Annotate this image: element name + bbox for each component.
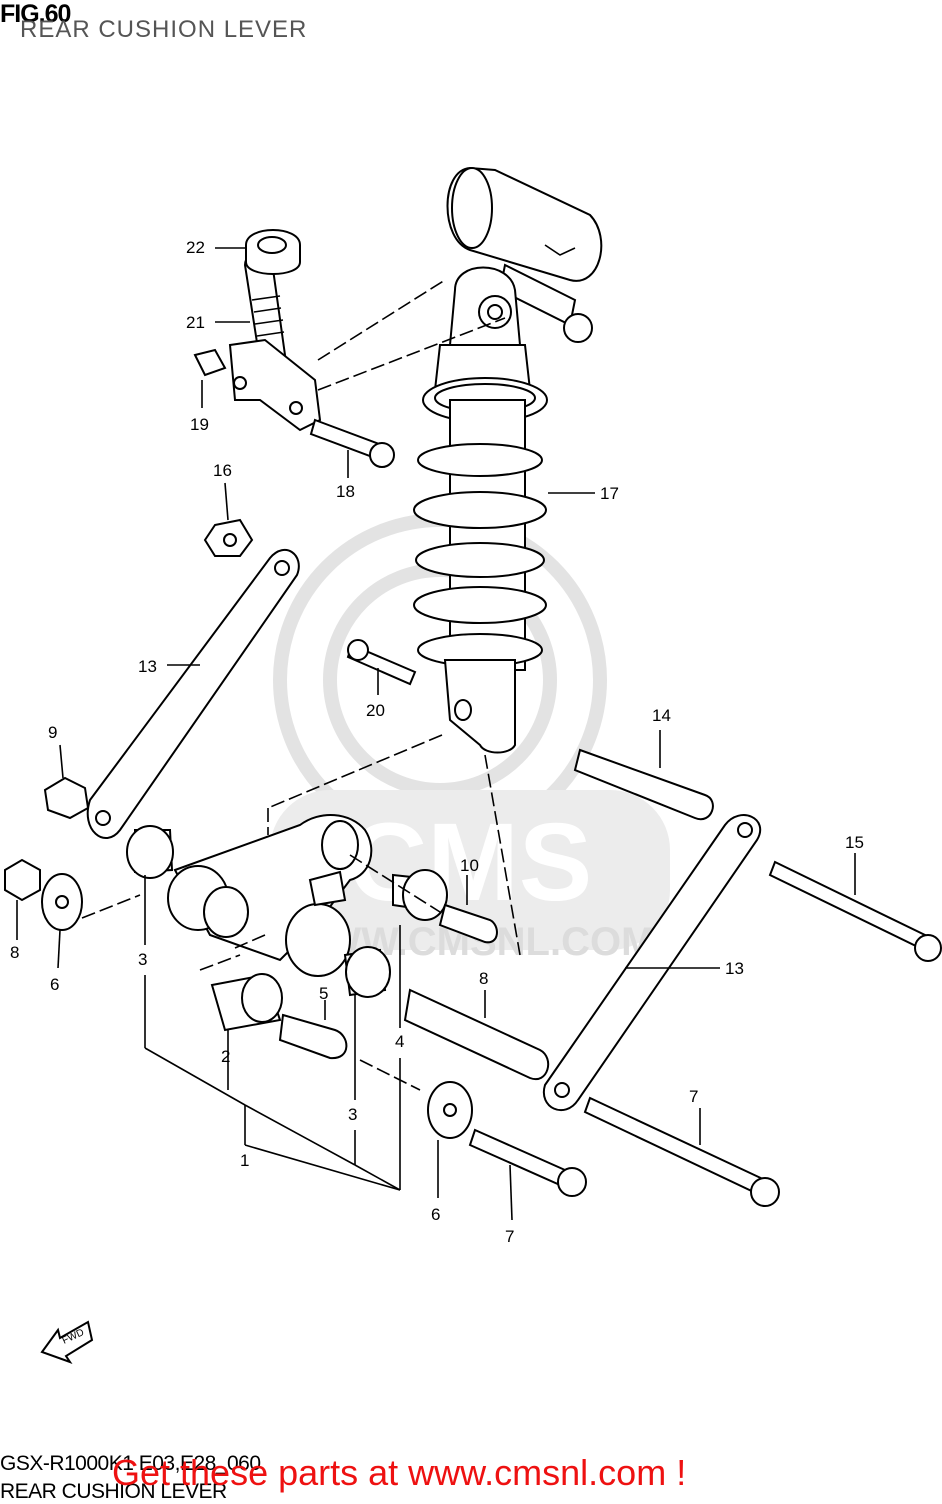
callout-13-right: 13	[725, 959, 744, 978]
callout-15: 15	[845, 833, 864, 852]
callout-6-left: 6	[50, 975, 59, 994]
callout-2: 2	[221, 1047, 230, 1066]
callout-20: 20	[366, 701, 385, 720]
footer-title: REAR CUSHION LEVER	[0, 1480, 227, 1503]
leader-lines	[16, 247, 856, 1221]
callout-9: 8	[479, 969, 488, 988]
callout-3-right: 3	[348, 1105, 357, 1124]
callout-12: 10	[460, 856, 479, 875]
figure-number: FIG.60	[0, 0, 71, 28]
figure-title: REAR CUSHION LEVER	[20, 16, 308, 43]
watermark-logo: CMS WWW.CMSNL.COM	[270, 513, 670, 964]
callout-17: 17	[600, 484, 619, 503]
callout-7: 7	[505, 1227, 514, 1246]
callout-numbers: 22 21 19 16 18 17 13 20 14 9 15 10 8 3 1…	[10, 238, 864, 1246]
callout-10: 7	[689, 1087, 698, 1106]
callout-4: 4	[395, 1032, 404, 1051]
upper-mount-bracket	[193, 229, 322, 432]
cushion-lever	[167, 813, 373, 977]
shock-reservoir	[446, 166, 603, 343]
callout-11: 9	[48, 723, 57, 742]
bolt-10	[583, 1096, 767, 1197]
cushion-rod-left	[86, 548, 300, 840]
watermark-logo-text: CMS	[348, 801, 592, 924]
callout-18: 18	[336, 482, 355, 501]
callout-19: 19	[190, 415, 209, 434]
bolt-15	[768, 860, 927, 950]
rear-shock-absorber	[413, 266, 548, 754]
callout-13-left: 13	[138, 657, 157, 676]
callout-8: 8	[10, 943, 19, 962]
spacer-14	[573, 748, 714, 821]
callout-6-right: 6	[431, 1205, 440, 1224]
promo-link-text[interactable]: Get these parts at www.cmsnl.com !	[112, 1452, 687, 1493]
forward-arrow-icon: FWD	[40, 1320, 94, 1364]
callout-21: 21	[186, 313, 205, 332]
callout-5: 5	[319, 984, 328, 1003]
footer-model-code: GSX-R1000K1 E03,E28_060	[0, 1452, 261, 1475]
spacer-5	[278, 1013, 348, 1060]
cushion-rod-right	[542, 814, 762, 1112]
callout-1: 1	[240, 1151, 249, 1170]
nut-8	[4, 858, 41, 902]
nut-11	[43, 776, 90, 820]
callout-22: 22	[186, 238, 205, 257]
spacer-12	[438, 903, 498, 944]
callout-14: 14	[652, 706, 671, 725]
bolt-7	[468, 1128, 567, 1187]
assembly-lines	[81, 279, 521, 1091]
callout-16: 16	[213, 461, 232, 480]
spacer-9	[403, 988, 550, 1081]
callout-3-left: 3	[138, 950, 147, 969]
